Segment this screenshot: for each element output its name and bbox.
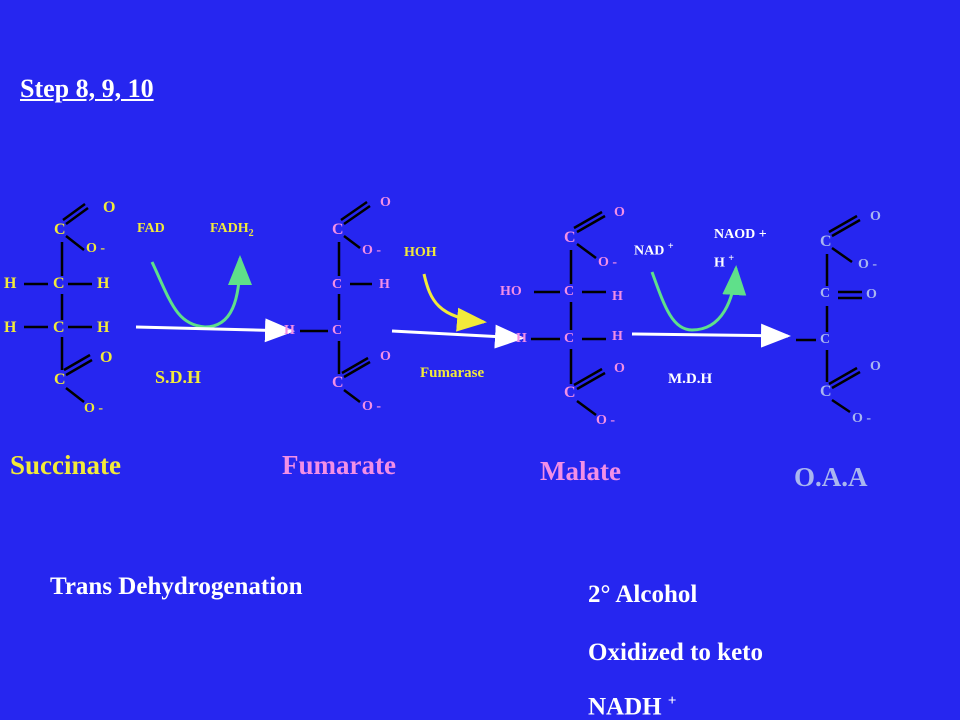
fumarate-c4: C bbox=[332, 374, 344, 391]
nad-label: NAD + bbox=[634, 241, 674, 259]
oaa-o2: O bbox=[866, 287, 877, 302]
oaa-c3: C bbox=[820, 332, 831, 347]
sdh-enzyme-label: S.D.H bbox=[155, 367, 202, 387]
hoh-curve-arrow bbox=[422, 273, 487, 332]
fadh2-label: FADH2 bbox=[210, 221, 254, 239]
malate-o1: O bbox=[614, 205, 625, 220]
mdh-enzyme-label: M.D.H bbox=[668, 371, 713, 387]
malate-c3: C bbox=[564, 331, 575, 346]
succinate-h4: H bbox=[97, 319, 110, 336]
fad-curve-arrow bbox=[150, 255, 252, 329]
malate-c4: C bbox=[564, 384, 576, 401]
succinate-h2: H bbox=[97, 275, 110, 292]
succinate-c4: C bbox=[54, 371, 66, 388]
oaa-c1: C bbox=[820, 233, 832, 250]
succinate-bonds bbox=[24, 202, 93, 403]
nad-curve-arrow bbox=[650, 265, 747, 332]
fumarase-enzyme-label: Fumarase bbox=[420, 365, 485, 381]
malate-o2-minus: O - bbox=[596, 413, 616, 428]
fad-label: FAD bbox=[137, 221, 165, 236]
succinate-c3: C bbox=[53, 319, 65, 336]
succinate-o1: O bbox=[103, 199, 116, 216]
succinate-h1: H bbox=[4, 275, 17, 292]
oaa-o1: O bbox=[870, 209, 881, 224]
fumarate-bonds bbox=[300, 200, 372, 403]
naod-label: NAOD + bbox=[714, 227, 767, 242]
malate-c1: C bbox=[564, 229, 576, 246]
alcohol-note: 2° Alcohol bbox=[588, 581, 698, 608]
fumarate-o1-minus: O - bbox=[362, 243, 382, 258]
oaa-o3: O bbox=[870, 359, 881, 374]
malate-bonds bbox=[531, 210, 606, 417]
h-plus-label: H + bbox=[714, 253, 735, 271]
succinate-h3: H bbox=[4, 319, 17, 336]
succinate-name: Succinate bbox=[10, 450, 121, 480]
fumarate-o2: O bbox=[380, 349, 391, 364]
step10-reaction-arrow bbox=[631, 323, 791, 348]
oaa-c4: C bbox=[820, 383, 832, 400]
succinate-o1-minus: O - bbox=[86, 241, 106, 256]
fumarate-h2: H bbox=[284, 323, 295, 338]
fumarate-o1: O bbox=[380, 195, 391, 210]
succinate-c2: C bbox=[53, 275, 65, 292]
hoh-label: HOH bbox=[404, 245, 437, 260]
nadh-note: NADH + bbox=[588, 693, 677, 720]
step9-reaction-arrow bbox=[391, 324, 525, 349]
trans-dehydrogenation-note: Trans Dehydrogenation bbox=[50, 573, 303, 600]
step8-reaction-arrow bbox=[135, 318, 295, 343]
malate-o1-minus: O - bbox=[598, 255, 618, 270]
malate-o2: O bbox=[614, 361, 625, 376]
fumarate-o2-minus: O - bbox=[362, 399, 382, 414]
malate-h3: H bbox=[612, 329, 623, 344]
page-title: Step 8, 9, 10 bbox=[20, 74, 154, 103]
oaa-c2: C bbox=[820, 286, 831, 301]
succinate-o2-minus: O - bbox=[84, 401, 104, 416]
succinate-c1: C bbox=[54, 221, 66, 238]
oxidized-note: Oxidized to keto bbox=[588, 639, 763, 666]
oaa-o1-minus: O - bbox=[858, 257, 878, 272]
malate-h1: H bbox=[612, 289, 623, 304]
fumarate-c1: C bbox=[332, 221, 344, 238]
oaa-o3-minus: O - bbox=[852, 411, 872, 426]
malate-ho: HO bbox=[500, 284, 522, 299]
succinate-o2: O bbox=[100, 349, 113, 366]
fumarate-c2: C bbox=[332, 277, 343, 292]
malate-h2: H bbox=[516, 331, 527, 346]
fumarate-h1: H bbox=[379, 277, 390, 292]
oaa-name: O.A.A bbox=[794, 462, 868, 492]
oaa-bonds bbox=[796, 214, 862, 414]
malate-c2: C bbox=[564, 284, 575, 299]
fumarate-c3: C bbox=[332, 323, 343, 338]
fumarate-name: Fumarate bbox=[282, 450, 396, 480]
malate-name: Malate bbox=[540, 456, 621, 486]
